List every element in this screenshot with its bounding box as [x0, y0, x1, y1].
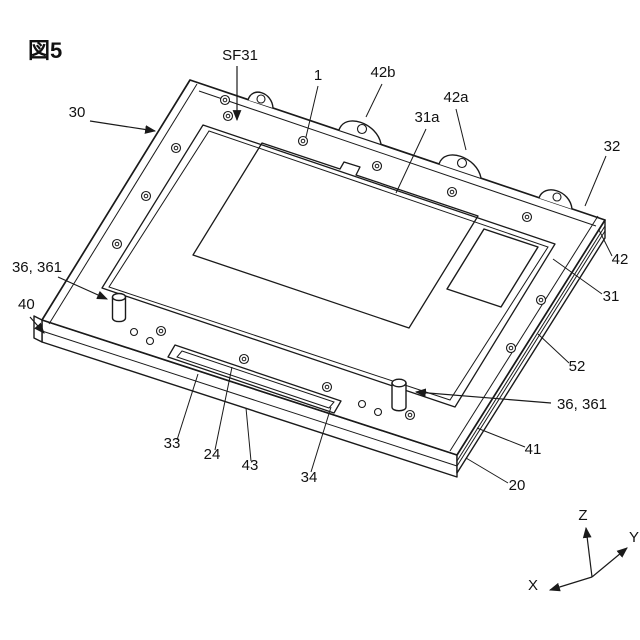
label-24: 24 [204, 446, 221, 463]
bolt-hole [446, 186, 458, 198]
leader-42b [365, 83, 383, 118]
frame-opening-edge [101, 124, 556, 408]
leader-42a [455, 108, 467, 151]
wall-block-31 [446, 228, 539, 308]
tab-hole [256, 94, 266, 104]
label-31: 31 [603, 288, 620, 305]
label-40: 40 [18, 296, 35, 313]
bolt-hole [111, 238, 123, 250]
label-42b: 42b [370, 64, 395, 81]
plate-31-edge [108, 130, 549, 401]
leader-34 [310, 406, 332, 473]
plate-assembly-drawing [33, 79, 606, 478]
tab-hole [356, 123, 368, 135]
bolt-hole [505, 342, 517, 354]
axis-z-label: Z [578, 507, 587, 524]
leader-1 [305, 85, 319, 138]
bolt-hole [155, 325, 167, 337]
bolt-hole [535, 294, 547, 306]
label-41: 41 [525, 441, 542, 458]
leader-31 [552, 258, 603, 295]
top-rim-line [198, 90, 597, 227]
label-20: 20 [509, 477, 526, 494]
label-31a: 31a [414, 109, 440, 126]
leader-41 [476, 427, 526, 448]
leader-24 [214, 366, 233, 451]
axis-x-label: X [528, 577, 538, 594]
label-sf31: SF31 [222, 47, 258, 64]
coordinate-axes: Z Y X [528, 507, 639, 594]
tab-hole [456, 157, 468, 169]
frame-top-face [41, 79, 606, 456]
mount-tab-corner [538, 189, 573, 210]
mount-tab-42b [338, 120, 382, 145]
leader-31a [395, 128, 427, 194]
front-bar-layer-line [41, 330, 458, 467]
arrow-30 [89, 120, 157, 134]
bolt-holes [111, 94, 547, 421]
bolt-hole [404, 409, 416, 421]
right-rim-line [449, 215, 599, 452]
label-52: 52 [569, 358, 586, 375]
bolt-hole [371, 160, 383, 172]
leader-43 [245, 407, 252, 462]
center-plate-31a [192, 142, 479, 329]
bolt-hole [219, 94, 231, 106]
label-32: 32 [604, 138, 621, 155]
leader-20 [465, 457, 509, 484]
post-36-left [111, 292, 127, 323]
leader-42 [598, 229, 613, 257]
bolt-hole [140, 190, 152, 202]
pad-hole [357, 399, 367, 409]
bolt-hole [170, 142, 182, 154]
label-34: 34 [301, 469, 318, 486]
axis-z-arrow [582, 526, 593, 578]
arrow-36-361-right [414, 388, 552, 404]
axis-x-arrow [548, 576, 593, 592]
bolt-hole [521, 211, 533, 223]
label-43: 43 [242, 457, 259, 474]
pad-hole [145, 336, 155, 346]
figure-title: 図5 [28, 38, 62, 63]
right-layer-line-2 [456, 230, 606, 467]
mount-tab-small [247, 91, 274, 109]
tab-hole [552, 192, 562, 202]
label-42a: 42a [443, 89, 469, 106]
bolt-hole [321, 381, 333, 393]
mount-tab-42a [438, 154, 482, 179]
pad-hole [129, 327, 139, 337]
label-42: 42 [612, 251, 629, 268]
pad-hole [373, 407, 383, 417]
label-1: 1 [314, 67, 322, 84]
bolt-hole [297, 135, 309, 147]
label-36-361-left: 36, 361 [12, 259, 62, 276]
label-36-361-right: 36, 361 [557, 396, 607, 413]
bolt-hole [222, 110, 234, 122]
leader-32 [584, 155, 607, 207]
arrow-40 [29, 316, 45, 334]
axis-y-label: Y [629, 529, 639, 546]
leader-52 [537, 333, 570, 364]
post-36-right [391, 378, 407, 412]
axis-y-arrow [591, 547, 628, 578]
right-layer-line-1 [456, 225, 606, 462]
slot-opening [167, 344, 342, 414]
bolt-hole [238, 353, 250, 365]
arrow-36-361-left [57, 276, 109, 300]
reference-labels: SF31 1 42b 42a 31a 32 42 31 52 36, 361 4… [12, 47, 628, 494]
label-33: 33 [164, 435, 181, 452]
leader-33 [176, 373, 199, 441]
label-30: 30 [69, 104, 86, 121]
